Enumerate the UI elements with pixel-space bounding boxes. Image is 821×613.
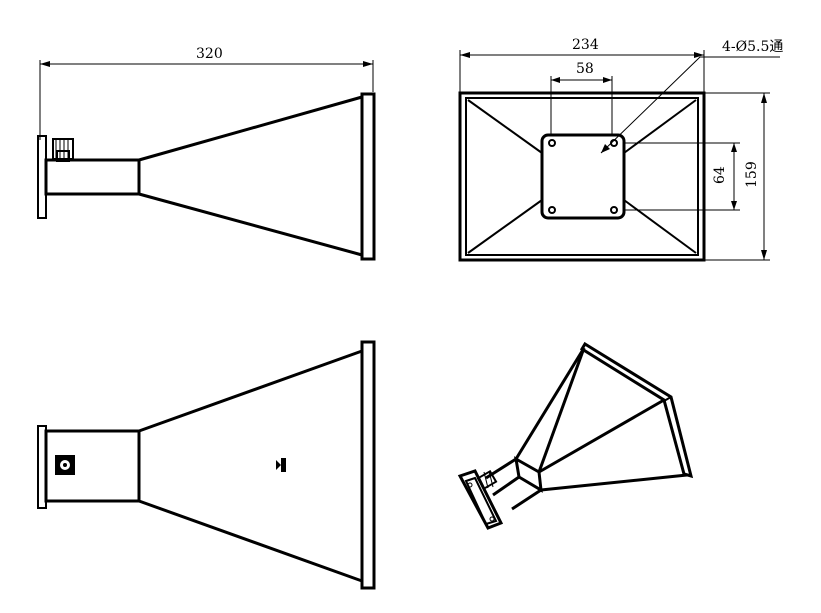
marker-icon [276,458,286,472]
mounting-hole-icon [548,139,618,214]
hole-callout-label: 4-Ø5.5通 [722,39,783,55]
length-dimension-label: 320 [196,46,223,62]
aperture-width-label: 234 [572,37,599,53]
isometric-view [457,341,694,530]
front-view: 234 58 4-Ø5.5通 64 [458,37,783,262]
hole-spacing-h-label: 58 [576,61,594,77]
connector-icon [52,138,74,162]
aperture-height-label: 159 [744,161,760,188]
hole-spacing-v-label: 64 [712,166,728,184]
side-view: 320 [37,46,376,261]
connector-port-icon [55,455,75,475]
bottom-view [37,340,376,590]
